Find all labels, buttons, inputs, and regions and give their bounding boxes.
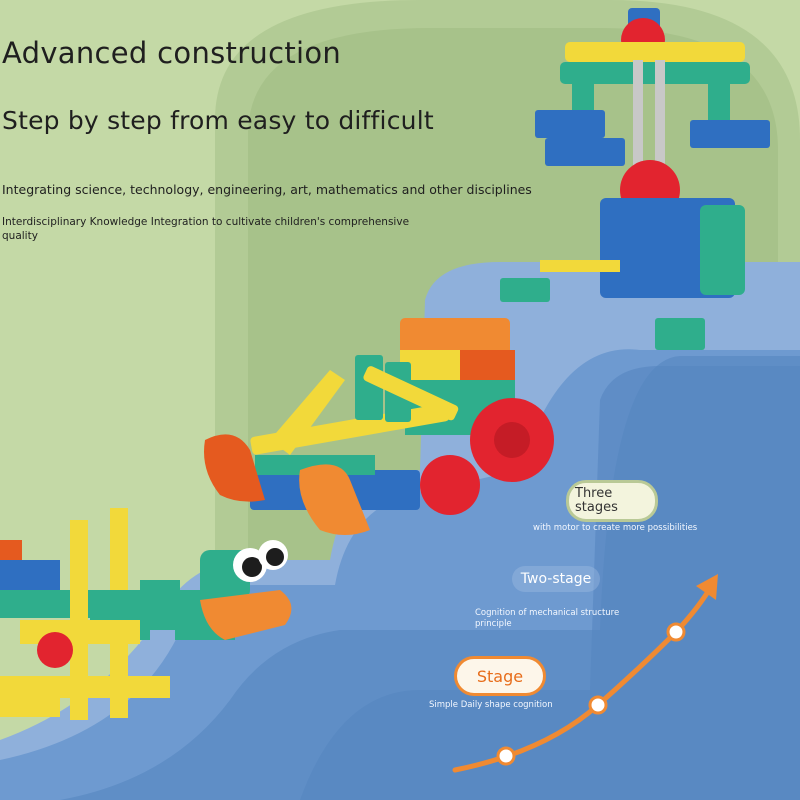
page-headline: Advanced construction xyxy=(2,36,342,70)
stage-one-label: Stage xyxy=(476,666,524,686)
page-subheadline: Step by step from easy to difficult xyxy=(2,106,434,135)
stage-one-caption: Simple Daily shape cognition xyxy=(429,700,553,710)
description-line-1: Integrating science, technology, enginee… xyxy=(2,182,532,197)
stage-three-label: Three stages xyxy=(575,486,618,515)
stage-three-badge: Three stages xyxy=(566,480,658,522)
duck-model xyxy=(0,508,292,720)
description-line-2: Interdisciplinary Knowledge Integration … xyxy=(2,216,410,242)
carousel-model xyxy=(500,8,770,350)
stage-two-badge: Two-stage xyxy=(512,566,600,592)
progress-arrow xyxy=(452,574,718,773)
bulldozer-model xyxy=(204,318,554,535)
stage-three-caption: with motor to create more possibilities xyxy=(533,523,698,533)
stage-one-badge: Stage xyxy=(454,656,546,696)
stage-two-caption: Cognition of mechanical structure princi… xyxy=(475,608,620,629)
stage-two-label: Two-stage xyxy=(520,571,592,587)
